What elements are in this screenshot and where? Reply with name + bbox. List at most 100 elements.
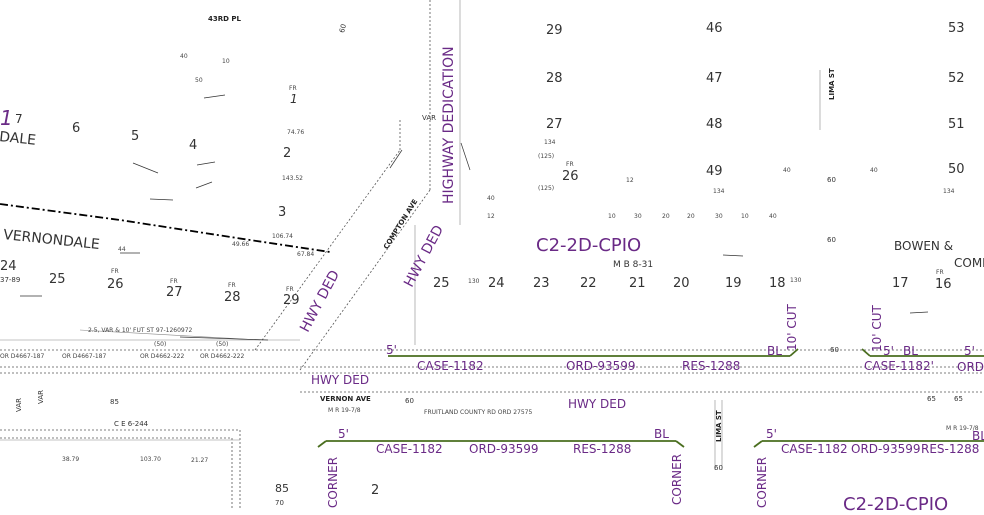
dimension-label: 40 bbox=[783, 167, 791, 174]
ordinance-label: ORD- bbox=[957, 360, 984, 374]
map-note: VAR bbox=[37, 390, 45, 404]
setback-label: 5' bbox=[883, 344, 894, 358]
dimension-label: 134 bbox=[713, 188, 725, 195]
lot-number: 3 bbox=[278, 205, 287, 220]
lot-number: 50 bbox=[948, 162, 965, 177]
lot-number: 29 bbox=[283, 293, 300, 308]
dimension-label: 134 bbox=[544, 139, 556, 146]
zone-label: C2-2D-CPIO bbox=[536, 235, 642, 256]
map-note: FR bbox=[566, 161, 574, 168]
lot-number: 25 bbox=[433, 276, 450, 291]
lot-number: 2 bbox=[283, 146, 292, 161]
corner-label: CORNER bbox=[670, 453, 684, 505]
dimension-label: 60 bbox=[714, 464, 723, 472]
lot-number: 28 bbox=[224, 290, 241, 305]
setback-label: 5' bbox=[386, 343, 397, 357]
lot-number: 1 bbox=[290, 92, 298, 106]
case-label: CASE-1182 bbox=[376, 442, 443, 456]
dimension-label: 50 bbox=[195, 77, 203, 84]
street-label-43rd: 43RD PL bbox=[208, 15, 241, 23]
dimension-label: 30 bbox=[715, 213, 723, 220]
tract-boundary-line bbox=[0, 203, 331, 253]
dimension-label: (125) bbox=[538, 153, 555, 160]
lot-number: 1 bbox=[0, 106, 13, 130]
resolution-label: RES-1288 bbox=[573, 442, 632, 456]
hwy-ded-label: HWY DED bbox=[311, 373, 370, 387]
setback-label: 5' bbox=[338, 427, 349, 441]
dimension-label: 103.70 bbox=[140, 456, 161, 463]
street-label-vernon: VERNON AVE bbox=[320, 395, 371, 403]
map-note: M R 19-7/8 bbox=[328, 407, 361, 414]
lot-number: 29 bbox=[546, 23, 563, 38]
case-label: CASE-1182' bbox=[864, 359, 934, 373]
zone-label: C2-2D-CPIO bbox=[843, 494, 949, 515]
lot-number: 2 bbox=[371, 483, 380, 498]
lot-number: 24 bbox=[488, 276, 505, 291]
dimension-label: 60 bbox=[830, 346, 839, 354]
dimension-label: 30 bbox=[634, 213, 642, 220]
dimension-label: 85 bbox=[110, 398, 119, 406]
map-note: (50) bbox=[216, 341, 229, 348]
dimension-label: 130 bbox=[790, 277, 802, 284]
street-label-lima: LIMA ST bbox=[828, 68, 836, 100]
map-note: FR bbox=[936, 269, 944, 276]
dimension-label: 40 bbox=[769, 213, 777, 220]
label-bowen-comp: COMP bbox=[954, 256, 984, 270]
map-note: FRUITLAND COUNTY RD ORD 27575 bbox=[424, 409, 533, 416]
lot-number: 28 bbox=[546, 71, 563, 86]
dimension-label: 37-89 bbox=[0, 276, 21, 284]
street-label-lima: LIMA ST bbox=[715, 410, 723, 442]
map-note: FR bbox=[170, 278, 178, 285]
lot-number: 7 bbox=[15, 112, 23, 126]
lot-number: 47 bbox=[706, 71, 723, 86]
dimension-label: 143.52 bbox=[282, 175, 303, 182]
map-note: OR D4662-222 bbox=[140, 353, 185, 360]
dimension-label: 12 bbox=[487, 213, 495, 220]
lot-number: 18 bbox=[769, 276, 786, 291]
lot-number: 25 bbox=[49, 272, 66, 287]
dimension-label: 40 bbox=[180, 53, 188, 60]
dimension-label: 10 bbox=[741, 213, 749, 220]
street-label-vernondale-partial: DALE bbox=[0, 129, 37, 149]
cut-label: 10' CUT bbox=[785, 304, 799, 351]
dimension-label: 12 bbox=[626, 177, 634, 184]
map-note: OR D4667-187 bbox=[0, 353, 45, 360]
dimension-label: 40 bbox=[487, 195, 495, 202]
lot-number: 21 bbox=[629, 276, 646, 291]
ordinance-label: ORD-93599 bbox=[469, 442, 539, 456]
dimension-label: 40 bbox=[870, 167, 878, 174]
dimension-label: 44 bbox=[118, 246, 126, 253]
cut-label: 10' CUT bbox=[870, 305, 884, 352]
dimension-label: 106.74 bbox=[272, 233, 293, 240]
dimension-label: 60 bbox=[827, 176, 836, 184]
parcel-lines bbox=[0, 0, 821, 470]
map-note: C E 6-244 bbox=[114, 420, 149, 428]
building-lines bbox=[317, 348, 984, 448]
dimension-label: 70 bbox=[275, 499, 284, 507]
resolution-label: RES-1288 bbox=[682, 359, 741, 373]
map-note: VAR bbox=[422, 114, 436, 122]
case-label: CASE-1182 bbox=[417, 359, 484, 373]
lot-number: 20 bbox=[673, 276, 690, 291]
dimension-label: 74.76 bbox=[287, 129, 305, 136]
dimension-label: 21.27 bbox=[191, 457, 209, 464]
lot-number: 26 bbox=[107, 277, 124, 292]
dimension-label: 134 bbox=[943, 188, 955, 195]
map-note: 2.5, VAR & 10' FUT ST 97-1260972 bbox=[88, 327, 193, 334]
lot-number: 49 bbox=[706, 164, 723, 179]
dimension-label: 60 bbox=[827, 236, 836, 244]
dimension-label: 49.66 bbox=[232, 241, 250, 248]
lot-number: 27 bbox=[546, 117, 563, 132]
ordinance-label: ORD-93599 bbox=[566, 359, 636, 373]
lot-number: 46 bbox=[706, 21, 723, 36]
map-note: FR bbox=[228, 282, 236, 289]
dimension-label: 20 bbox=[687, 213, 695, 220]
map-note: OR D4667-187 bbox=[62, 353, 107, 360]
corner-label: CORNER bbox=[755, 456, 769, 508]
highway-dedication-label: HIGHWAY DEDICATION bbox=[441, 46, 457, 204]
map-note: VAR bbox=[15, 398, 23, 412]
lot-number: 4 bbox=[189, 138, 198, 153]
dimension-label: (125) bbox=[538, 185, 555, 192]
building-line-label: BL bbox=[972, 429, 984, 443]
lot-number: 5 bbox=[131, 129, 140, 144]
